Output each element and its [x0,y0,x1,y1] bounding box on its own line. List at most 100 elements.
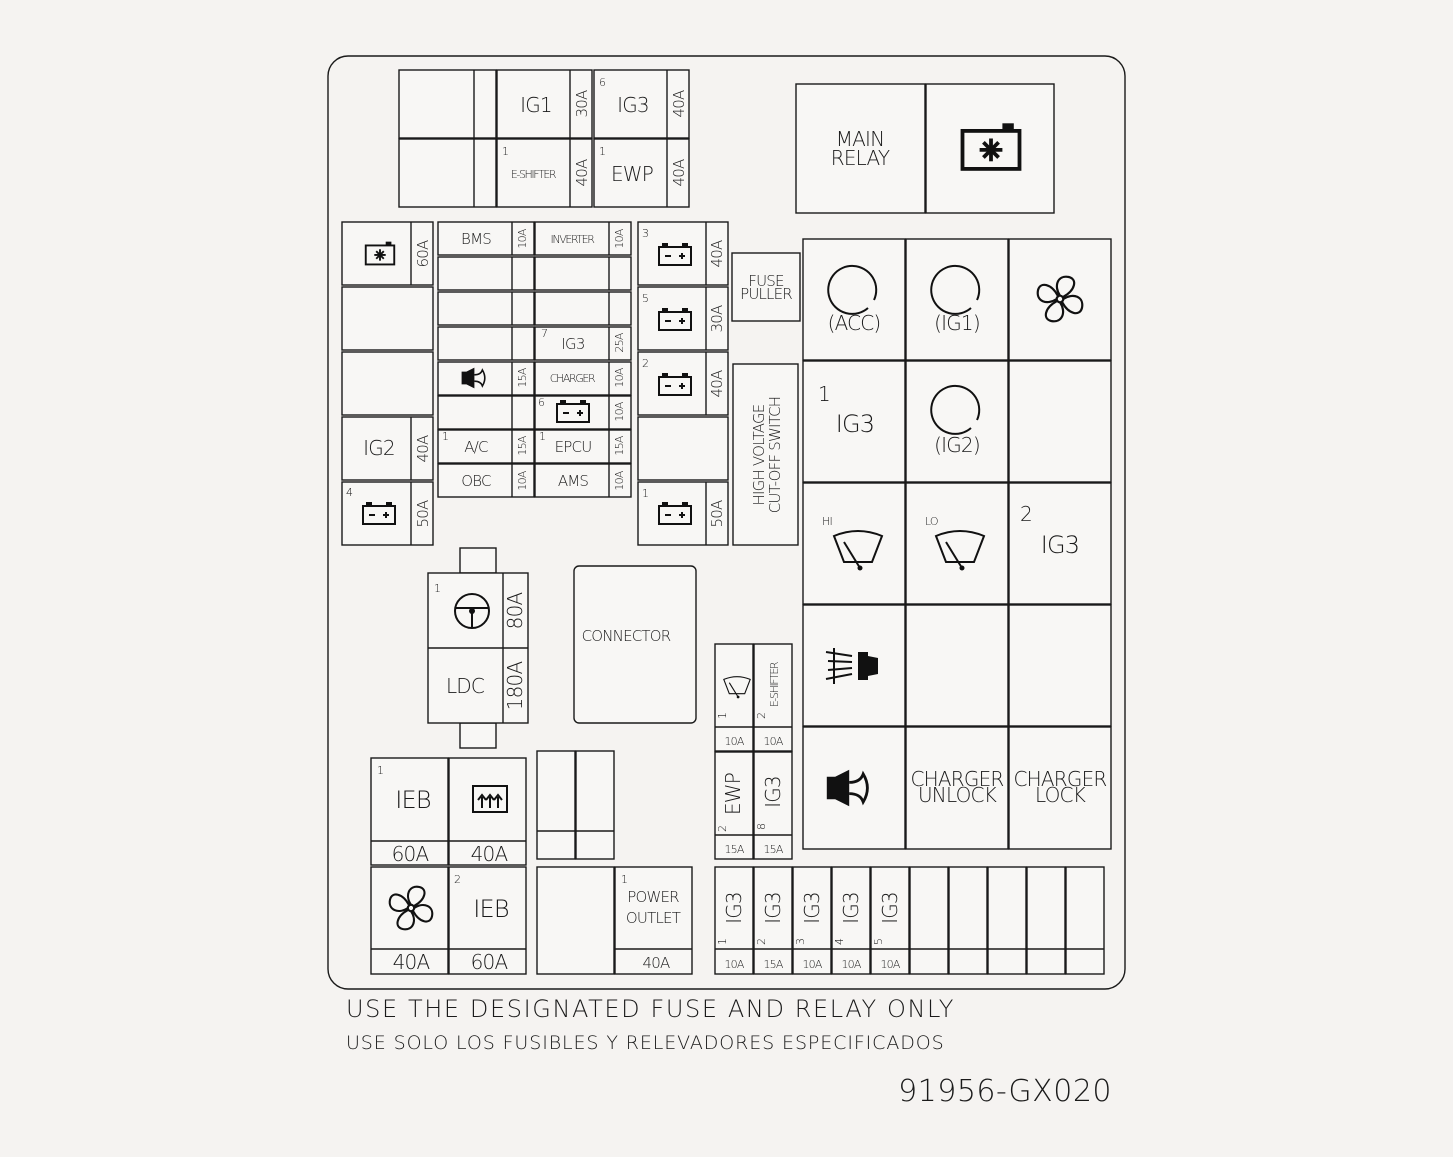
fuse-label-line2: OUTLET [626,909,681,927]
relay-ig1[interactable]: (IG1) [905,238,1009,361]
fuse-ac[interactable] [437,429,535,464]
fuse-ig3-25a[interactable] [534,326,632,361]
fuse-label: E-SHIFTER [768,661,781,707]
relay-label-line1: CHARGER [1013,767,1106,791]
fuse-index: 8 [755,824,768,830]
fuse-ewp-15a[interactable]: EWP 2 15A [714,751,754,860]
fuse-rear-defroster[interactable]: 40A [448,757,527,866]
fuse-ig3-40a[interactable]: 6 IG3 40A [593,69,690,139]
fuse-label: IG3 [761,892,785,924]
fuse-battery-4-50a[interactable]: 4 50A [341,481,434,546]
fuse-index: 1 [599,145,605,158]
fuse-power-outlet[interactable]: 1 POWER OUTLET 40A [614,866,693,975]
relay-wiper-lo[interactable]: LO [905,482,1009,605]
fuse-e-shifter-40a[interactable]: 1 E-SHIFTER 40A [496,138,593,208]
relay-empty [905,604,1009,727]
warning-text-spanish: USE SOLO LOS FUSIBLES Y RELEVADORES ESPE… [346,1032,945,1054]
fuse-ewp-40a[interactable]: 1 EWP 40A [593,138,690,208]
fuse-index: 4 [346,486,353,499]
fuse-index: 2 [454,873,460,886]
relay-ig3-2[interactable]: 2 IG3 [1008,482,1112,605]
mini-fuse-ig3-1[interactable]: IG3 1 10A [714,866,754,975]
fuse-label: IG3 [761,776,785,808]
fuse-label: EWP [721,773,745,815]
fuse-rating: 40A [670,90,688,117]
main-relay[interactable]: MAIN RELAY [795,83,926,214]
fuse-ieb-1[interactable]: 1 IEB 60A [370,757,449,866]
relay-charger-lock[interactable]: CHARGER LOCK [1008,726,1112,850]
mini-fuse-ig3-5[interactable]: IG3 5 10A [870,866,910,975]
fuse-battery-2-40a[interactable]: 2 40A [637,351,729,416]
fuse-index: 1 [434,582,440,595]
fuse-wiper-10a[interactable]: 1 10A [714,643,754,752]
fuse-bms[interactable] [437,221,535,256]
fuse-e-shifter-10a[interactable]: E-SHIFTER 2 10A [753,643,793,752]
empty-slot [437,291,535,326]
mini-fuse-ig3-2[interactable]: IG3 2 15A [753,866,793,975]
fuse-ig2-40a[interactable]: IG2 40A [341,416,434,481]
fuse-label: IG3 [878,892,902,924]
fuse-rating: 15A [763,843,783,856]
empty-slot [437,326,535,361]
fuse-rating: 60A [392,842,430,866]
mini-fuse-ig3-4[interactable]: IG3 4 10A [831,866,871,975]
fuse-label: IEB [395,786,431,814]
fuse-epcu[interactable] [534,429,632,464]
connector[interactable]: CONNECTOR [573,565,697,724]
fuse-charger-10a[interactable] [534,361,632,396]
fuse-index: 1 [377,764,383,777]
fuse-ldc-180a[interactable]: LDC 180A [446,661,527,711]
label-line2: PULLER [740,285,792,303]
fuse-battery-3-40a[interactable]: 3 40A [637,221,729,286]
fuse-inverter[interactable] [534,221,632,256]
relay-label: IG3 [836,410,875,438]
fuse-index: 6 [538,396,545,409]
fuse-battery-5-30a[interactable]: 5 30A [637,286,729,351]
fuse-index: 2 [755,939,768,945]
fuse-blower[interactable]: 40A [370,866,449,975]
fuse-label: IG3 [617,93,649,117]
relay-charger-unlock[interactable]: CHARGER UNLOCK [905,726,1009,850]
fuse-battery-60a[interactable]: 60A [341,221,434,286]
relay-empty [1008,360,1112,483]
fuse-ig3-8-15a[interactable]: IG3 8 15A [753,751,793,860]
relay-label-line2: RELAY [831,146,890,170]
fuse-ieb-2[interactable]: 2 IEB 60A [448,866,527,975]
cooling-fan-relay[interactable] [925,83,1055,214]
fuse-index: 1 [539,430,545,443]
fuse-steering-80a[interactable]: 1 80A [434,582,527,629]
mini-fuse-ig3-3[interactable]: IG3 3 10A [792,866,832,975]
fuse-horn-15a[interactable] [437,361,535,396]
spare-fuse-slots [536,750,615,860]
relay-label-line1: CHARGER [910,767,1003,791]
relay-wiper-hi[interactable]: HI [802,482,906,605]
high-voltage-cut-off-switch[interactable]: HIGH VOLTAGE CUT-OFF SWITCH [732,363,799,546]
relay-ig3-1[interactable]: 1 IG3 [802,360,906,483]
fuse-rating: 10A [880,958,900,971]
empty-slot [341,286,434,351]
fuse-rating: 30A [573,90,591,117]
fuse-ams[interactable] [534,463,632,498]
fuse-rating: 50A [708,500,726,527]
relay-label: HI [822,515,832,528]
fuse-index: 3 [794,939,807,945]
fuse-rating: 40A [414,435,432,462]
relay-ig2[interactable]: (IG2) [905,360,1009,483]
fuse-index: 5 [642,292,648,305]
relay-headlamp[interactable] [802,604,906,727]
empty-slot [536,866,615,975]
relay-horn[interactable] [802,726,906,850]
fuse-ig1-30a[interactable]: IG1 30A [496,69,593,139]
fuse-battery-1-50a[interactable]: 1 50A [637,481,729,546]
fuse-label: EPCU [555,438,592,456]
relay-acc[interactable]: (ACC) [802,238,906,361]
fuse-obc[interactable] [437,463,535,498]
fuse-rating: 10A [516,228,529,248]
fuse-rating: 15A [613,435,626,455]
fuse-rating: 10A [613,401,626,421]
empty-slot [341,351,434,416]
fuse-rating: 40A [643,954,670,972]
relay-blower[interactable] [1008,238,1112,361]
fuse-puller[interactable]: FUSE PULLER [731,252,801,322]
fuse-index: 4 [833,938,846,945]
